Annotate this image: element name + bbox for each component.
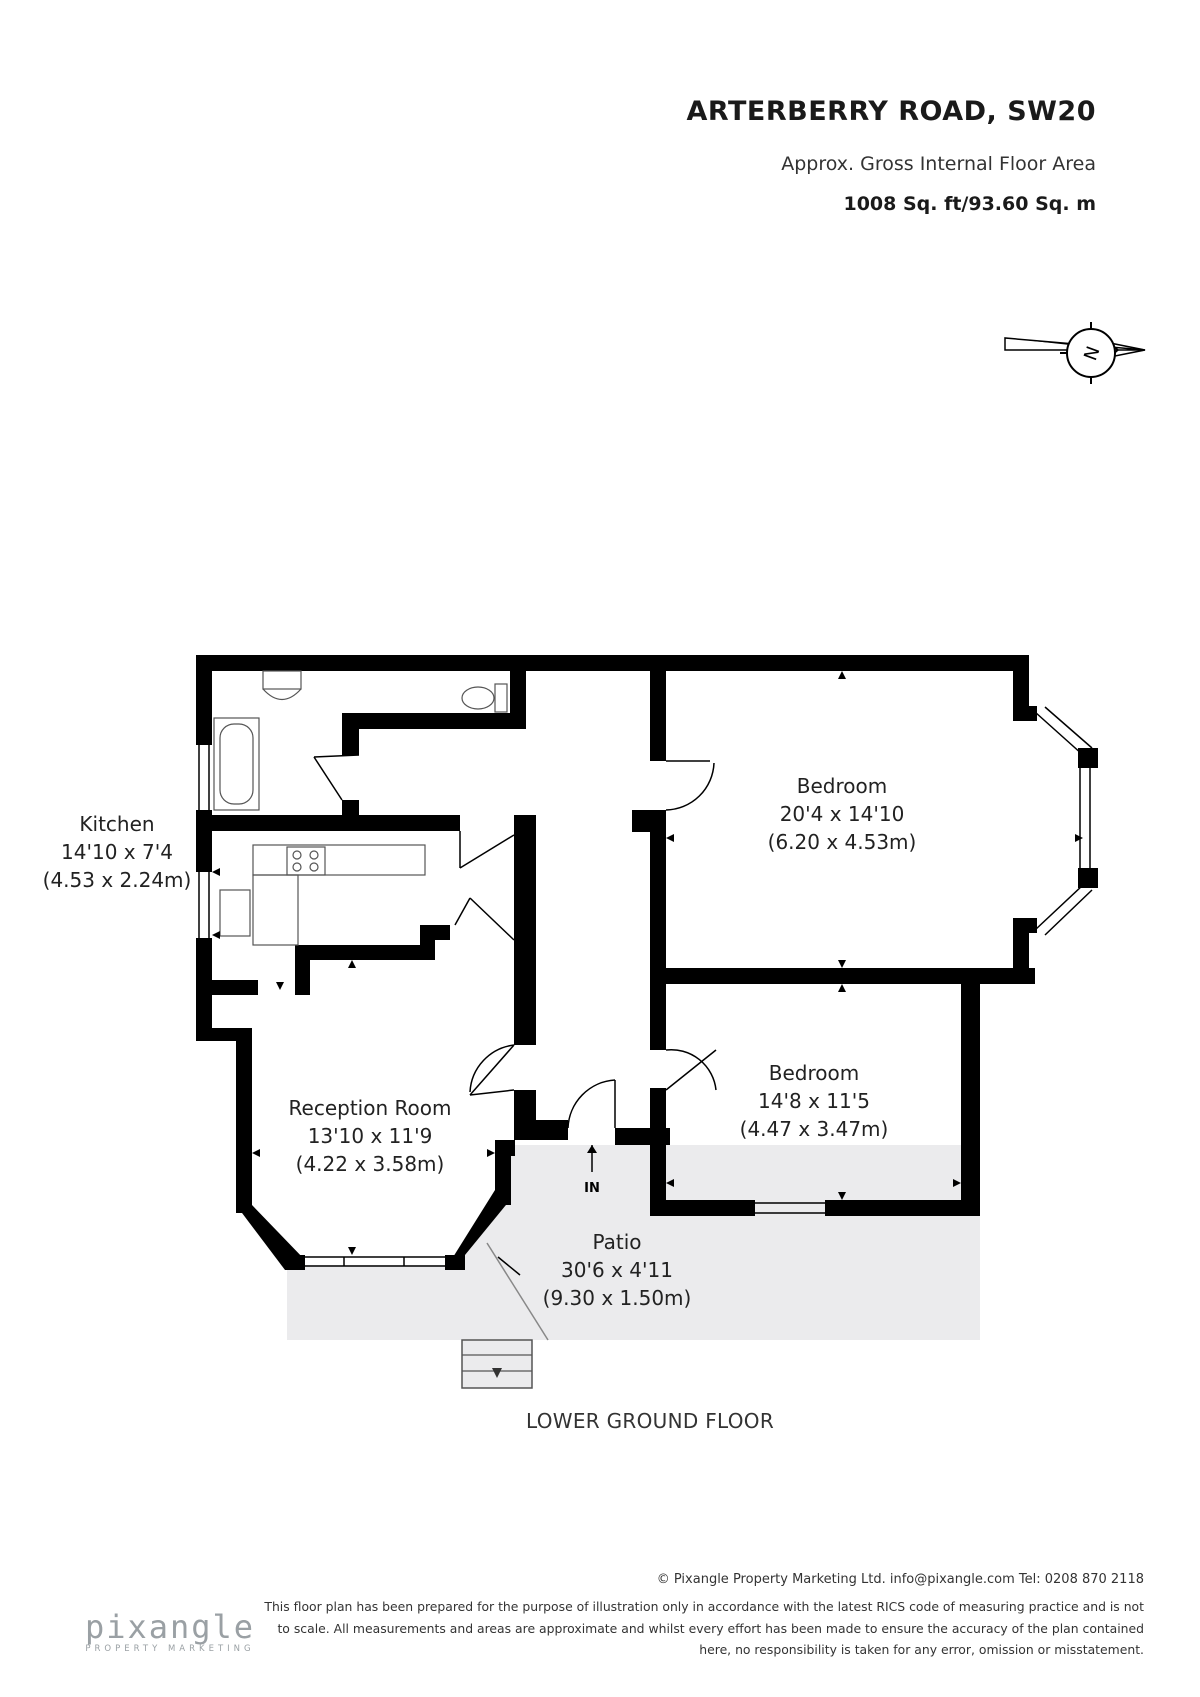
compass-icon: N <box>1004 322 1146 384</box>
kitchen-name: Kitchen <box>79 812 154 836</box>
reception-size: 13'10 x 11'9 <box>308 1124 433 1148</box>
bedroom-1-size: 20'4 x 14'10 <box>780 802 905 826</box>
logo-wordmark: pixangle <box>84 1608 256 1646</box>
door-swings <box>313 754 717 1276</box>
entrance-label: IN <box>584 1181 600 1196</box>
floor-area-value: 1008 Sq. ft/93.60 Sq. m <box>843 193 1096 215</box>
kitchen-fixtures <box>219 844 426 946</box>
floor-name: LOWER GROUND FLOOR <box>525 1409 775 1433</box>
bay-windows <box>198 706 1093 1267</box>
kitchen-size: 14'10 x 7'4 <box>61 840 173 864</box>
logo-tagline: PROPERTY MARKETING <box>85 1644 255 1654</box>
bedroom-1-metric: (6.20 x 4.53m) <box>768 830 917 854</box>
patio-name: Patio <box>592 1230 641 1254</box>
reception-name: Reception Room <box>289 1096 452 1120</box>
patio-size: 30'6 x 4'11 <box>561 1258 673 1282</box>
reception-metric: (4.22 x 3.58m) <box>296 1152 445 1176</box>
bathroom-fixtures <box>213 670 508 811</box>
pixangle-logo: pixangle PROPERTY MARKETING <box>72 1608 268 1654</box>
floor-area-caption: Approx. Gross Internal Floor Area <box>781 153 1096 175</box>
bedroom-2-name: Bedroom <box>769 1061 859 1085</box>
bedroom-2-size: 14'8 x 11'5 <box>758 1089 870 1113</box>
copyright-notice: © Pixangle Property Marketing Ltd. info@… <box>656 1572 1144 1587</box>
patio-metric: (9.30 x 1.50m) <box>543 1286 692 1310</box>
property-title: ARTERBERRY ROAD, SW20 <box>686 96 1096 127</box>
patio-area <box>287 1145 980 1340</box>
dimension-markers <box>212 671 1083 1255</box>
patio-steps <box>461 1339 533 1389</box>
bedroom-2-metric: (4.47 x 3.47m) <box>740 1117 889 1141</box>
bedroom-1-name: Bedroom <box>797 774 887 798</box>
kitchen-metric: (4.53 x 2.24m) <box>43 868 192 892</box>
disclaimer-text: This floor plan has been prepared for th… <box>264 1599 1144 1658</box>
walls <box>196 655 1098 1270</box>
